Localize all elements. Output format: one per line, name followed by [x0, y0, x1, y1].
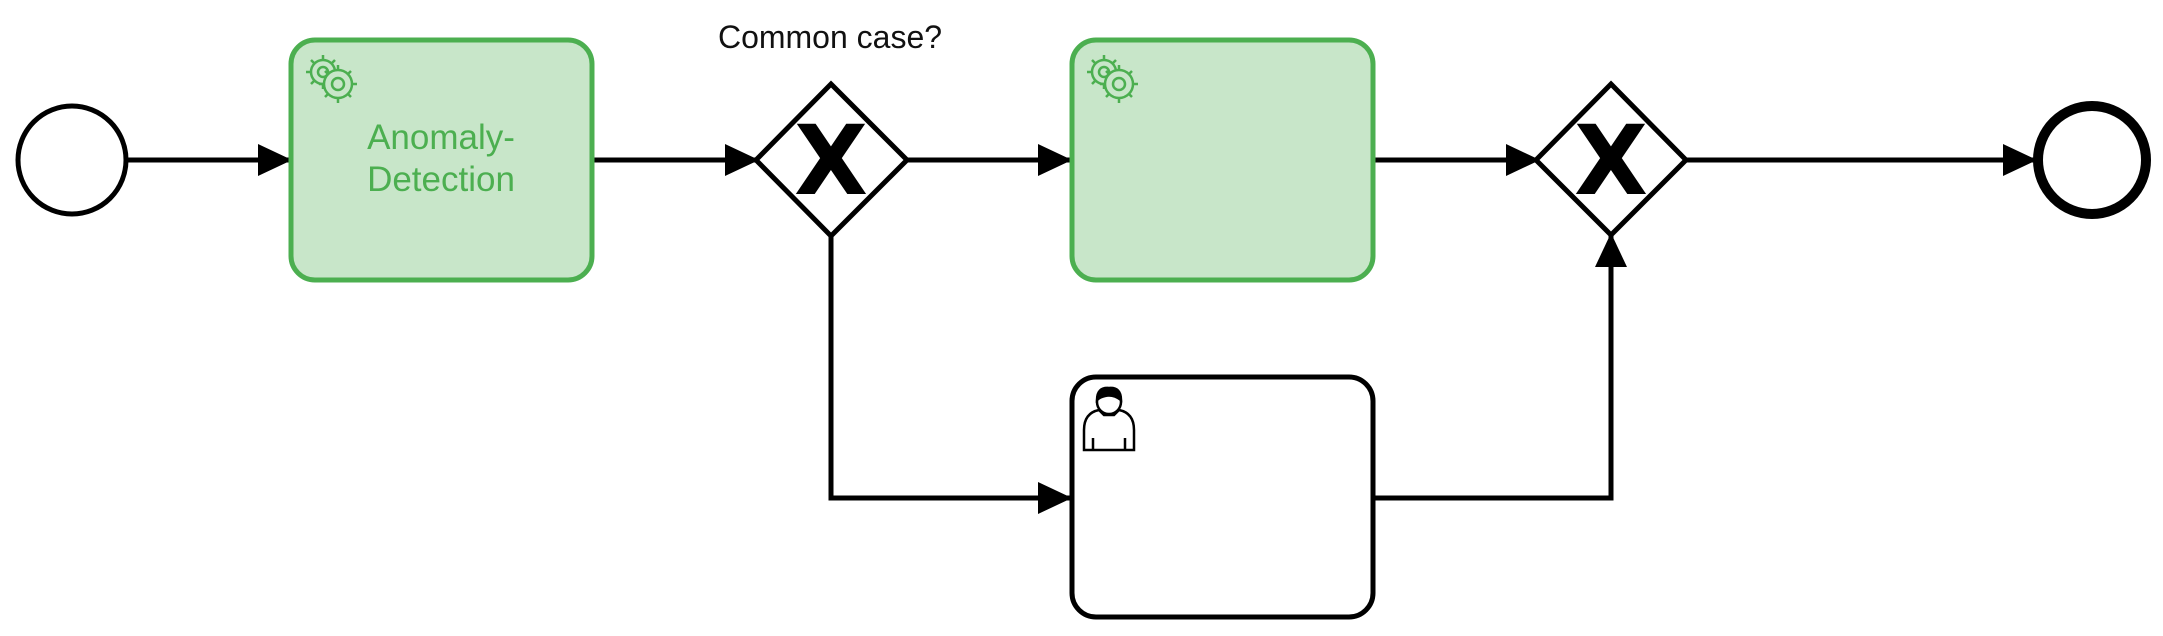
gateway-x-marker: X — [1574, 105, 1648, 217]
service-task-anomaly-detection[interactable]: Anomaly- Detection — [288, 37, 595, 283]
end-event[interactable] — [2033, 101, 2151, 219]
gears-icon — [1087, 55, 1138, 103]
user-task[interactable] — [1069, 374, 1376, 620]
gears-icon — [306, 55, 357, 103]
start-event[interactable] — [15, 103, 129, 217]
exclusive-gateway-common-case[interactable]: X — [752, 80, 911, 240]
flow-gateway1-to-user-task[interactable] — [828, 235, 1072, 514]
sequence-flows — [127, 144, 2037, 514]
gateway-label-common-case: Common case? — [718, 19, 942, 55]
flow-user-task-to-gateway2[interactable] — [1374, 233, 1627, 501]
gateway-x-marker: X — [794, 105, 868, 217]
exclusive-gateway-merge[interactable]: X — [1532, 80, 1690, 239]
task-label-line-2: Detection — [367, 160, 515, 199]
task-label-line-1: Anomaly- — [367, 118, 515, 157]
user-icon — [1082, 386, 1136, 452]
service-task-common-path[interactable] — [1069, 37, 1376, 283]
